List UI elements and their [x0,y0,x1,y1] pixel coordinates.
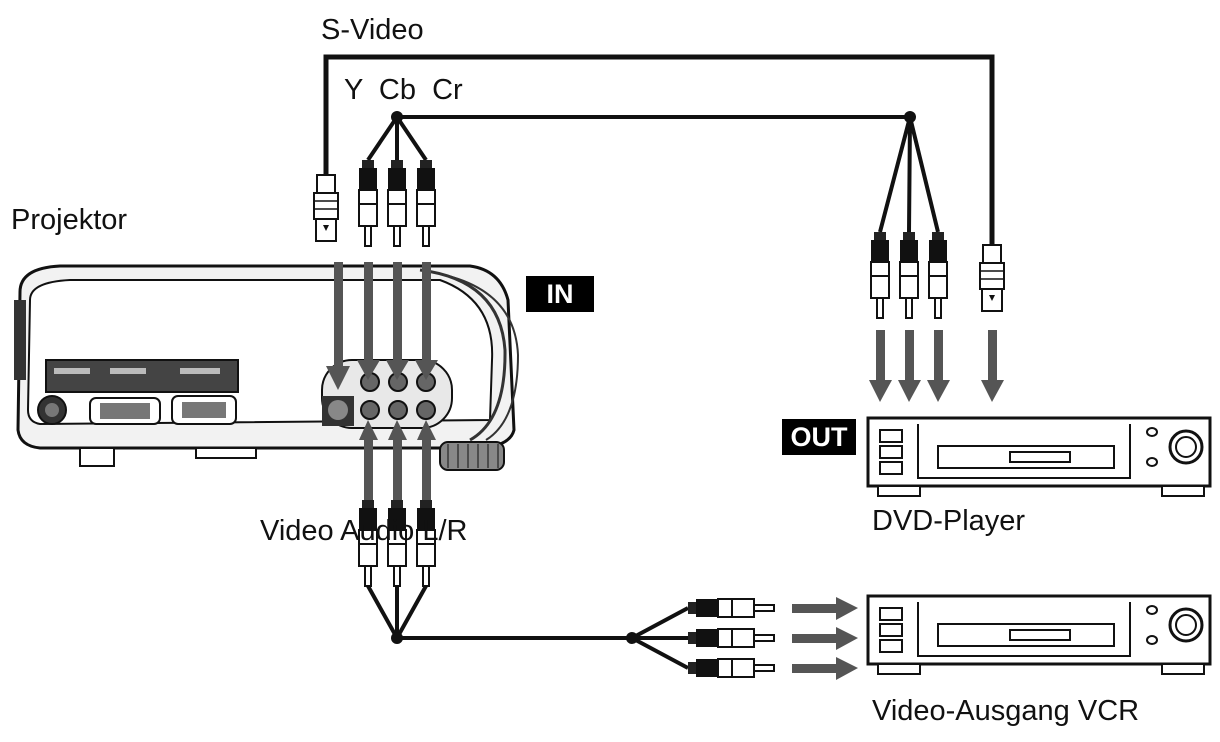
rca-plug-y [358,159,378,247]
rca-plug-dvd-cr [928,231,948,319]
input-arrows [326,262,438,390]
rca-plug-dvd-y [870,231,890,319]
dvd-label: DVD-Player [872,505,1026,537]
svideo-plug-dvd [979,244,1005,312]
vcr [866,594,1212,675]
out-tag: OUT [782,419,856,455]
rca-plug-cr [416,159,436,247]
dvd-input-arrows [869,330,1004,402]
av-junction-left [391,632,403,644]
dvd-player [866,416,1212,497]
projector [14,264,520,471]
av-junction-right [626,632,638,644]
projector-label: Projektor [11,204,128,236]
component-junction-left [391,111,403,123]
ycbcr-label: Y Cb Cr [344,74,463,106]
output-arrows-projector [359,420,436,500]
vcr-input-arrows [792,597,858,680]
in-tag: IN [526,276,594,312]
rca-plug-cb [387,159,407,247]
svideo-plug-projector [313,174,339,242]
vcr-label: Video-Ausgang VCR [872,695,1140,727]
svideo-cable [323,54,995,245]
component-junction-right [904,111,916,123]
av-plugs-vcr [687,598,775,678]
svideo-label: S-Video [321,14,424,46]
rca-plug-dvd-cb [899,231,919,319]
av-label: Video Audio L/R [260,515,468,547]
component-cable [366,115,940,233]
av-cable [366,585,689,670]
